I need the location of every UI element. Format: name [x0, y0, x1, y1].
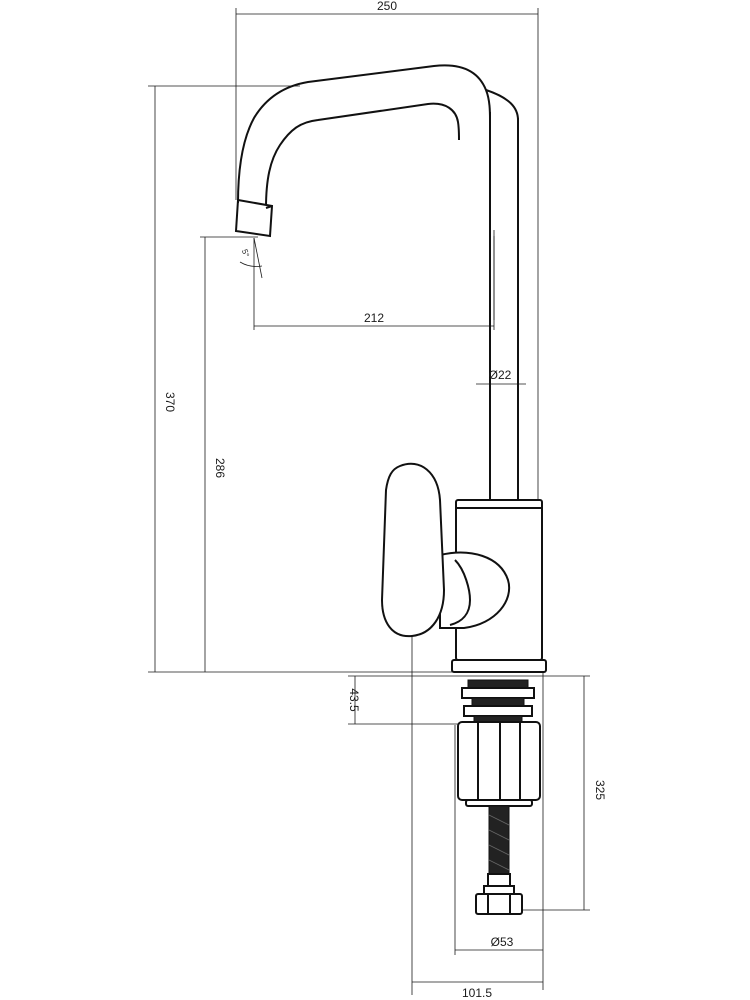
label-spout-height: 286	[213, 458, 227, 478]
label-spout-reach: 212	[364, 311, 384, 325]
label-overall-height: 370	[163, 392, 177, 412]
label-deck-thickness: 43.5	[347, 688, 361, 712]
base-ring	[451, 659, 547, 673]
aerator	[234, 198, 274, 238]
lever-handle	[380, 462, 446, 638]
label-spout-angle: 5°	[240, 248, 251, 258]
below-deck-fittings	[457, 679, 541, 915]
spout-outline	[237, 64, 491, 503]
lever-boss	[439, 551, 511, 629]
label-spout-diameter: Ø22	[489, 368, 512, 382]
label-base-offset: 101.5	[462, 986, 492, 1000]
hose-nut	[475, 893, 523, 915]
label-base-diameter: Ø53	[491, 935, 514, 949]
dimension-labels: 250 370 286 212 Ø22 5° 43.5 325 Ø53 101.…	[163, 0, 607, 1000]
label-below-deck-length: 325	[593, 780, 607, 800]
faucet-body	[234, 64, 547, 673]
label-overall-width: 250	[377, 0, 397, 13]
spout-inner	[265, 102, 460, 209]
